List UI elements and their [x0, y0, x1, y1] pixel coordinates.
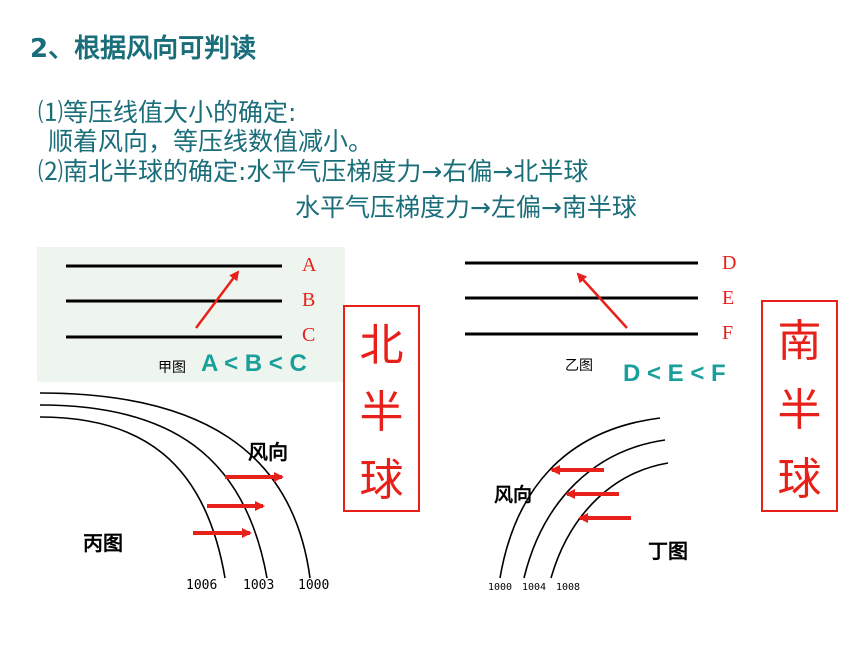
item-2: ⑵南北半球的确定:水平气压梯度力→右偏→北半球	[38, 157, 589, 186]
bing-isobar-1006	[39, 416, 226, 579]
ding-wind-label: 风向	[494, 484, 533, 506]
yi-letter-f: F	[722, 322, 734, 344]
yi-letter-e: E	[722, 287, 735, 309]
jia-letter-a: A	[302, 254, 317, 276]
north-char-2: 半	[359, 387, 404, 439]
yi-comparison: D < E < F	[623, 360, 726, 387]
item-1-detail: 顺着风向，等压线数值减小。	[48, 127, 374, 156]
jia-comparison: A < B < C	[201, 350, 307, 377]
jia-caption: 甲图	[158, 360, 186, 376]
ding-wind-arrows	[550, 465, 631, 523]
yi-wind-arrow	[576, 272, 628, 329]
page-title: 2、根据风向可判读	[30, 34, 257, 64]
southern-hemisphere-box: 南 半 球	[761, 300, 838, 512]
jia-letter-c: C	[302, 324, 316, 346]
northern-hemisphere-box: 北 半 球	[343, 305, 420, 512]
south-char-3: 球	[777, 454, 822, 506]
item-2-south: 水平气压梯度力→左偏→南半球	[295, 193, 637, 222]
north-char-3: 球	[359, 455, 404, 507]
ding-isobar-label-3: 1008	[556, 582, 581, 593]
south-char-1: 南	[777, 315, 822, 367]
yi-letter-d: D	[722, 252, 737, 274]
bing-isobar-label-1: 1006	[186, 578, 218, 593]
yi-isobars	[465, 261, 698, 336]
bing-wind-label: 风向	[248, 440, 288, 464]
bing-isobar-1000	[39, 392, 311, 579]
bing-caption: 丙图	[83, 531, 123, 555]
jia-letter-b: B	[302, 289, 316, 311]
bing-isobar-1003	[39, 404, 268, 579]
jia-wind-arrow	[195, 270, 240, 329]
jia-isobars	[66, 264, 282, 339]
south-char-2: 半	[777, 384, 822, 436]
ding-isobar-1004	[523, 439, 666, 579]
ding-caption: 丁图	[648, 539, 688, 563]
ding-isobar-label-2: 1004	[522, 582, 547, 593]
bing-isobars	[39, 392, 311, 579]
bing-isobar-label-3: 1000	[298, 578, 330, 593]
bing-isobar-label-2: 1003	[243, 578, 275, 593]
item-1: ⑴等压线值大小的确定:	[38, 98, 297, 127]
bing-wind-arrows	[193, 472, 284, 538]
diagram-jia-panel	[37, 247, 345, 382]
ding-isobar-1008	[550, 462, 669, 579]
yi-caption: 乙图	[565, 358, 593, 374]
north-char-1: 北	[359, 319, 404, 371]
ding-isobar-label-1: 1000	[488, 582, 513, 593]
